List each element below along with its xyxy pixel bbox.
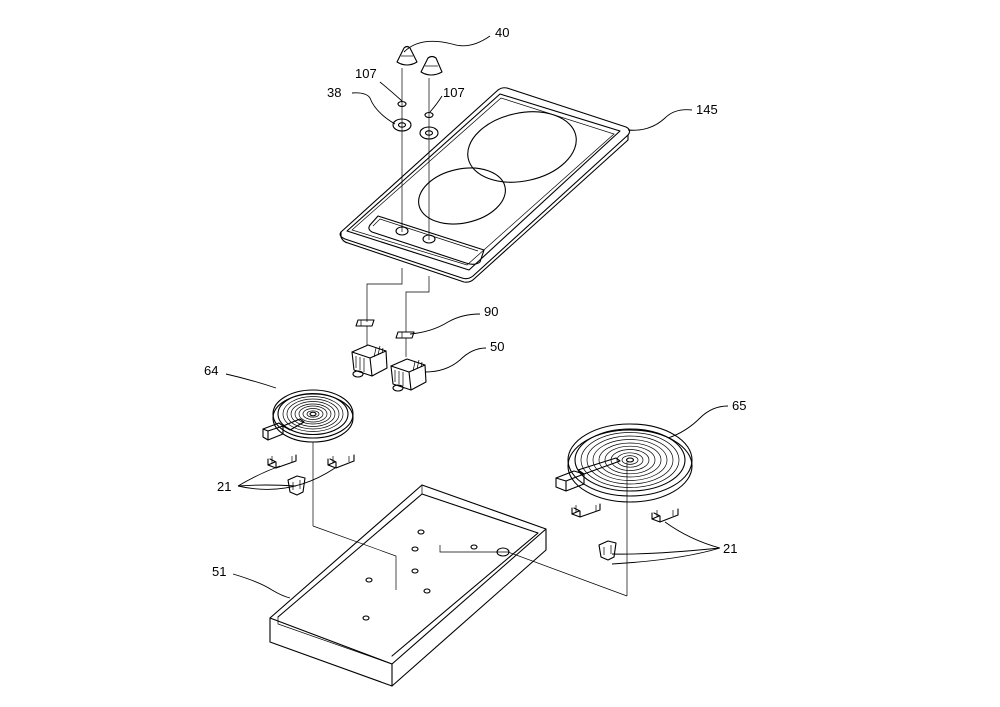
leader-107-left (379, 81, 403, 102)
leader-50 (424, 347, 487, 373)
leader-90 (409, 313, 481, 335)
assembly-line-heater-large-housing (439, 545, 628, 597)
housing-tray (269, 484, 547, 687)
leader-40 (403, 35, 491, 53)
control-panel (368, 215, 485, 265)
shaft-line-right (405, 276, 430, 332)
assembly-line-heater-small-housing (312, 525, 397, 590)
leader-107-right (429, 95, 443, 113)
ref-label-housing: 51 (212, 564, 226, 579)
mounting-clip-left-a (267, 454, 297, 469)
mounting-clip-left-b (327, 454, 355, 469)
leader-65 (667, 405, 729, 439)
leader-64 (225, 373, 277, 389)
ref-label-heater-small: 64 (204, 363, 218, 378)
cooking-zone-large (467, 111, 577, 183)
ref-label-clip-right: 21 (723, 541, 737, 556)
leader-145 (627, 109, 693, 131)
ref-label-control-switch: 50 (490, 339, 504, 354)
ref-label-clip-left: 21 (217, 479, 231, 494)
ref-label-washer-right: 107 (443, 85, 465, 100)
spacer-right (395, 331, 415, 339)
radiant-heater-large (555, 423, 693, 503)
ref-label-spacer: 90 (484, 304, 498, 319)
shaft-line-left (366, 268, 403, 322)
ref-label-washer-left: 107 (355, 66, 377, 81)
spacer-left (355, 319, 375, 327)
control-switch-right (390, 358, 427, 392)
cooking-zone-small (418, 167, 506, 225)
mounting-clip-right-a (571, 503, 601, 518)
mounting-clip-right-b (651, 508, 679, 523)
ref-label-knob: 40 (495, 25, 509, 40)
leader-51 (232, 573, 291, 599)
leader-21-left (237, 465, 336, 490)
ref-label-bezel: 38 (327, 85, 341, 100)
mounting-clip-right-c (598, 540, 617, 561)
knob-right (420, 55, 443, 76)
ref-label-glass-top: 145 (696, 102, 718, 117)
radiant-heater-small (262, 389, 354, 443)
knob-left (396, 45, 418, 66)
control-switch-left (351, 344, 388, 378)
glass-cooktop (339, 87, 631, 283)
leader-38 (351, 92, 396, 125)
ref-label-heater-large: 65 (732, 398, 746, 413)
leader-21-right (611, 521, 721, 565)
